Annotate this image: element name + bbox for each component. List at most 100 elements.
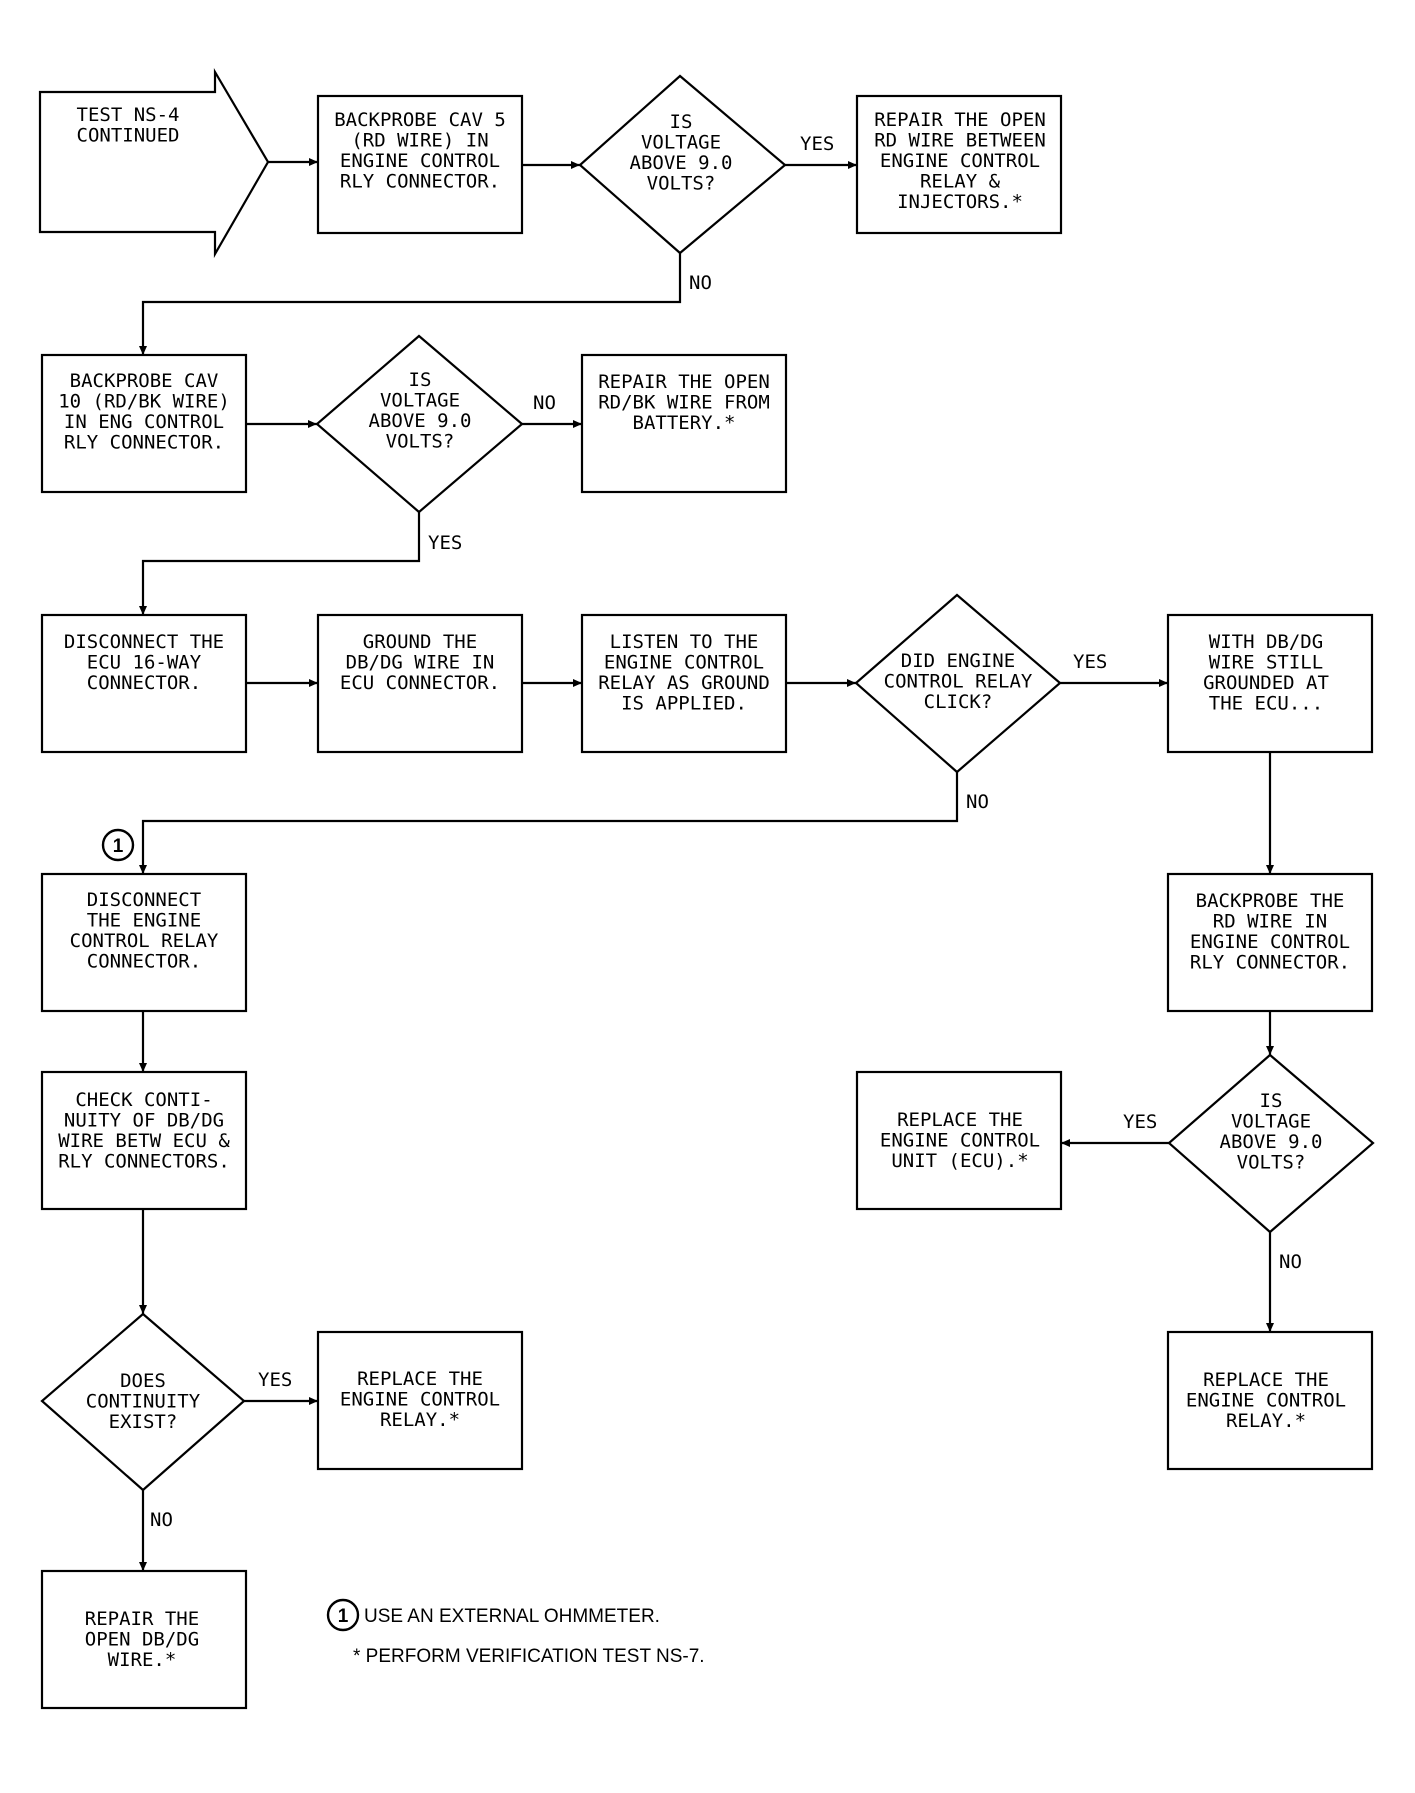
d4-line-0: IS xyxy=(1260,1090,1283,1112)
n1-line-1: (RD WIRE) IN xyxy=(351,130,488,152)
d2-line-0: IS xyxy=(409,369,432,391)
n11-line-2: WIRE BETW ECU & xyxy=(58,1130,230,1152)
start-arrow xyxy=(38,67,270,259)
n12-line-1: ENGINE CONTROL xyxy=(880,1130,1040,1152)
n1-line-3: RLY CONNECTOR. xyxy=(340,171,500,193)
d1-line-2: ABOVE 9.0 xyxy=(630,152,733,174)
d1-line-0: IS xyxy=(670,111,693,133)
n4-line-1: RD/BK WIRE FROM xyxy=(598,392,770,414)
n14-line-0: REPLACE THE xyxy=(1203,1369,1329,1391)
d3-line-2: CLICK? xyxy=(924,691,993,713)
d4-yes-label: YES xyxy=(1123,1111,1157,1133)
d1-no-label: NO xyxy=(689,272,712,294)
replace-relay-right-box xyxy=(1166,1330,1374,1471)
d1-line-3: VOLTS? xyxy=(647,173,716,195)
n9-line-0: DISCONNECT xyxy=(87,889,201,911)
replace-ecu-box xyxy=(855,1070,1063,1211)
n4-line-2: BATTERY.* xyxy=(633,412,736,434)
n15-line-1: OPEN DB/DG xyxy=(85,1629,199,1651)
n8-line-3: THE ECU... xyxy=(1209,693,1323,715)
n14-line-2: RELAY.* xyxy=(1226,1410,1306,1432)
n13-line-0: REPLACE THE xyxy=(357,1368,483,1390)
d4-no-label: NO xyxy=(1279,1251,1302,1273)
listen-relay-box xyxy=(580,613,788,754)
footnote-marker-number: 1 xyxy=(338,1606,349,1627)
n2-line-4: INJECTORS.* xyxy=(897,191,1023,213)
n10-line-3: RLY CONNECTOR. xyxy=(1190,952,1350,974)
n10-line-0: BACKPROBE THE xyxy=(1196,890,1345,912)
n8-line-2: GROUNDED AT xyxy=(1203,672,1329,694)
n12-line-2: UNIT (ECU).* xyxy=(891,1150,1028,1172)
footnote-ohmmeter: USE AN EXTERNAL OHMMETER. xyxy=(364,1606,660,1627)
replace-relay-left-box xyxy=(316,1330,524,1471)
d3-no-label: NO xyxy=(966,791,989,813)
d2-line-2: ABOVE 9.0 xyxy=(369,410,472,432)
d3-line-0: DID ENGINE xyxy=(901,650,1015,672)
n2-line-0: REPAIR THE OPEN xyxy=(874,109,1046,131)
d2-yes-label: YES xyxy=(428,532,462,554)
d5-line-2: EXIST? xyxy=(109,1411,178,1433)
n5-line-0: DISCONNECT THE xyxy=(64,631,224,653)
d3-line-1: CONTROL RELAY xyxy=(884,671,1033,693)
d5-yes-label: YES xyxy=(258,1369,292,1391)
ohmmeter-marker-number: 1 xyxy=(113,836,124,857)
d5-line-1: CONTINUITY xyxy=(86,1391,201,1413)
with-db-dg-box xyxy=(1166,613,1374,754)
n9-line-1: THE ENGINE xyxy=(87,910,201,932)
d1-yes-label: YES xyxy=(800,133,834,155)
d2-no-label: NO xyxy=(533,392,556,414)
ground-db-dg-box xyxy=(316,613,524,754)
n12-line-0: REPLACE THE xyxy=(897,1109,1023,1131)
edge-d1-n3 xyxy=(141,253,682,355)
d2-line-1: VOLTAGE xyxy=(380,390,460,412)
d4-line-3: VOLTS? xyxy=(1237,1152,1306,1174)
n9-line-3: CONNECTOR. xyxy=(87,951,201,973)
d4-line-1: VOLTAGE xyxy=(1231,1111,1311,1133)
n1-line-0: BACKPROBE CAV 5 xyxy=(334,109,506,131)
n11-line-3: RLY CONNECTORS. xyxy=(58,1151,230,1173)
n8-line-0: WITH DB/DG xyxy=(1209,631,1323,653)
footnote-verification: * PERFORM VERIFICATION TEST NS-7. xyxy=(353,1646,705,1667)
n10-line-1: RD WIRE IN xyxy=(1213,911,1327,933)
n6-line-1: DB/DG WIRE IN xyxy=(346,652,495,674)
n7-line-3: IS APPLIED. xyxy=(621,693,747,715)
n11-line-0: CHECK CONTI- xyxy=(75,1089,212,1111)
backprobe-cav10-box xyxy=(40,353,248,494)
edge-d3-n9 xyxy=(141,772,959,874)
n2-line-3: RELAY & xyxy=(920,171,1001,193)
d3-yes-label: YES xyxy=(1073,651,1107,673)
n5-line-2: CONNECTOR. xyxy=(87,672,201,694)
n7-line-2: RELAY AS GROUND xyxy=(598,672,770,694)
edge-d2-n5 xyxy=(141,512,421,615)
d4-line-2: ABOVE 9.0 xyxy=(1220,1131,1323,1153)
n4-line-0: REPAIR THE OPEN xyxy=(598,371,770,393)
ohmmeter-marker: 1 xyxy=(101,828,135,862)
backprobe-cav5-box xyxy=(316,94,524,235)
n1-line-2: ENGINE CONTROL xyxy=(340,150,500,172)
start-line-1: CONTINUED xyxy=(77,125,180,147)
n6-line-2: ECU CONNECTOR. xyxy=(340,672,500,694)
n13-line-2: RELAY.* xyxy=(380,1409,460,1431)
n2-line-2: ENGINE CONTROL xyxy=(880,150,1040,172)
n8-line-1: WIRE STILL xyxy=(1209,652,1323,674)
n2-line-1: RD WIRE BETWEEN xyxy=(874,130,1046,152)
n10-line-2: ENGINE CONTROL xyxy=(1190,931,1350,953)
n7-line-1: ENGINE CONTROL xyxy=(604,652,764,674)
n9-line-2: CONTROL RELAY xyxy=(70,930,219,952)
